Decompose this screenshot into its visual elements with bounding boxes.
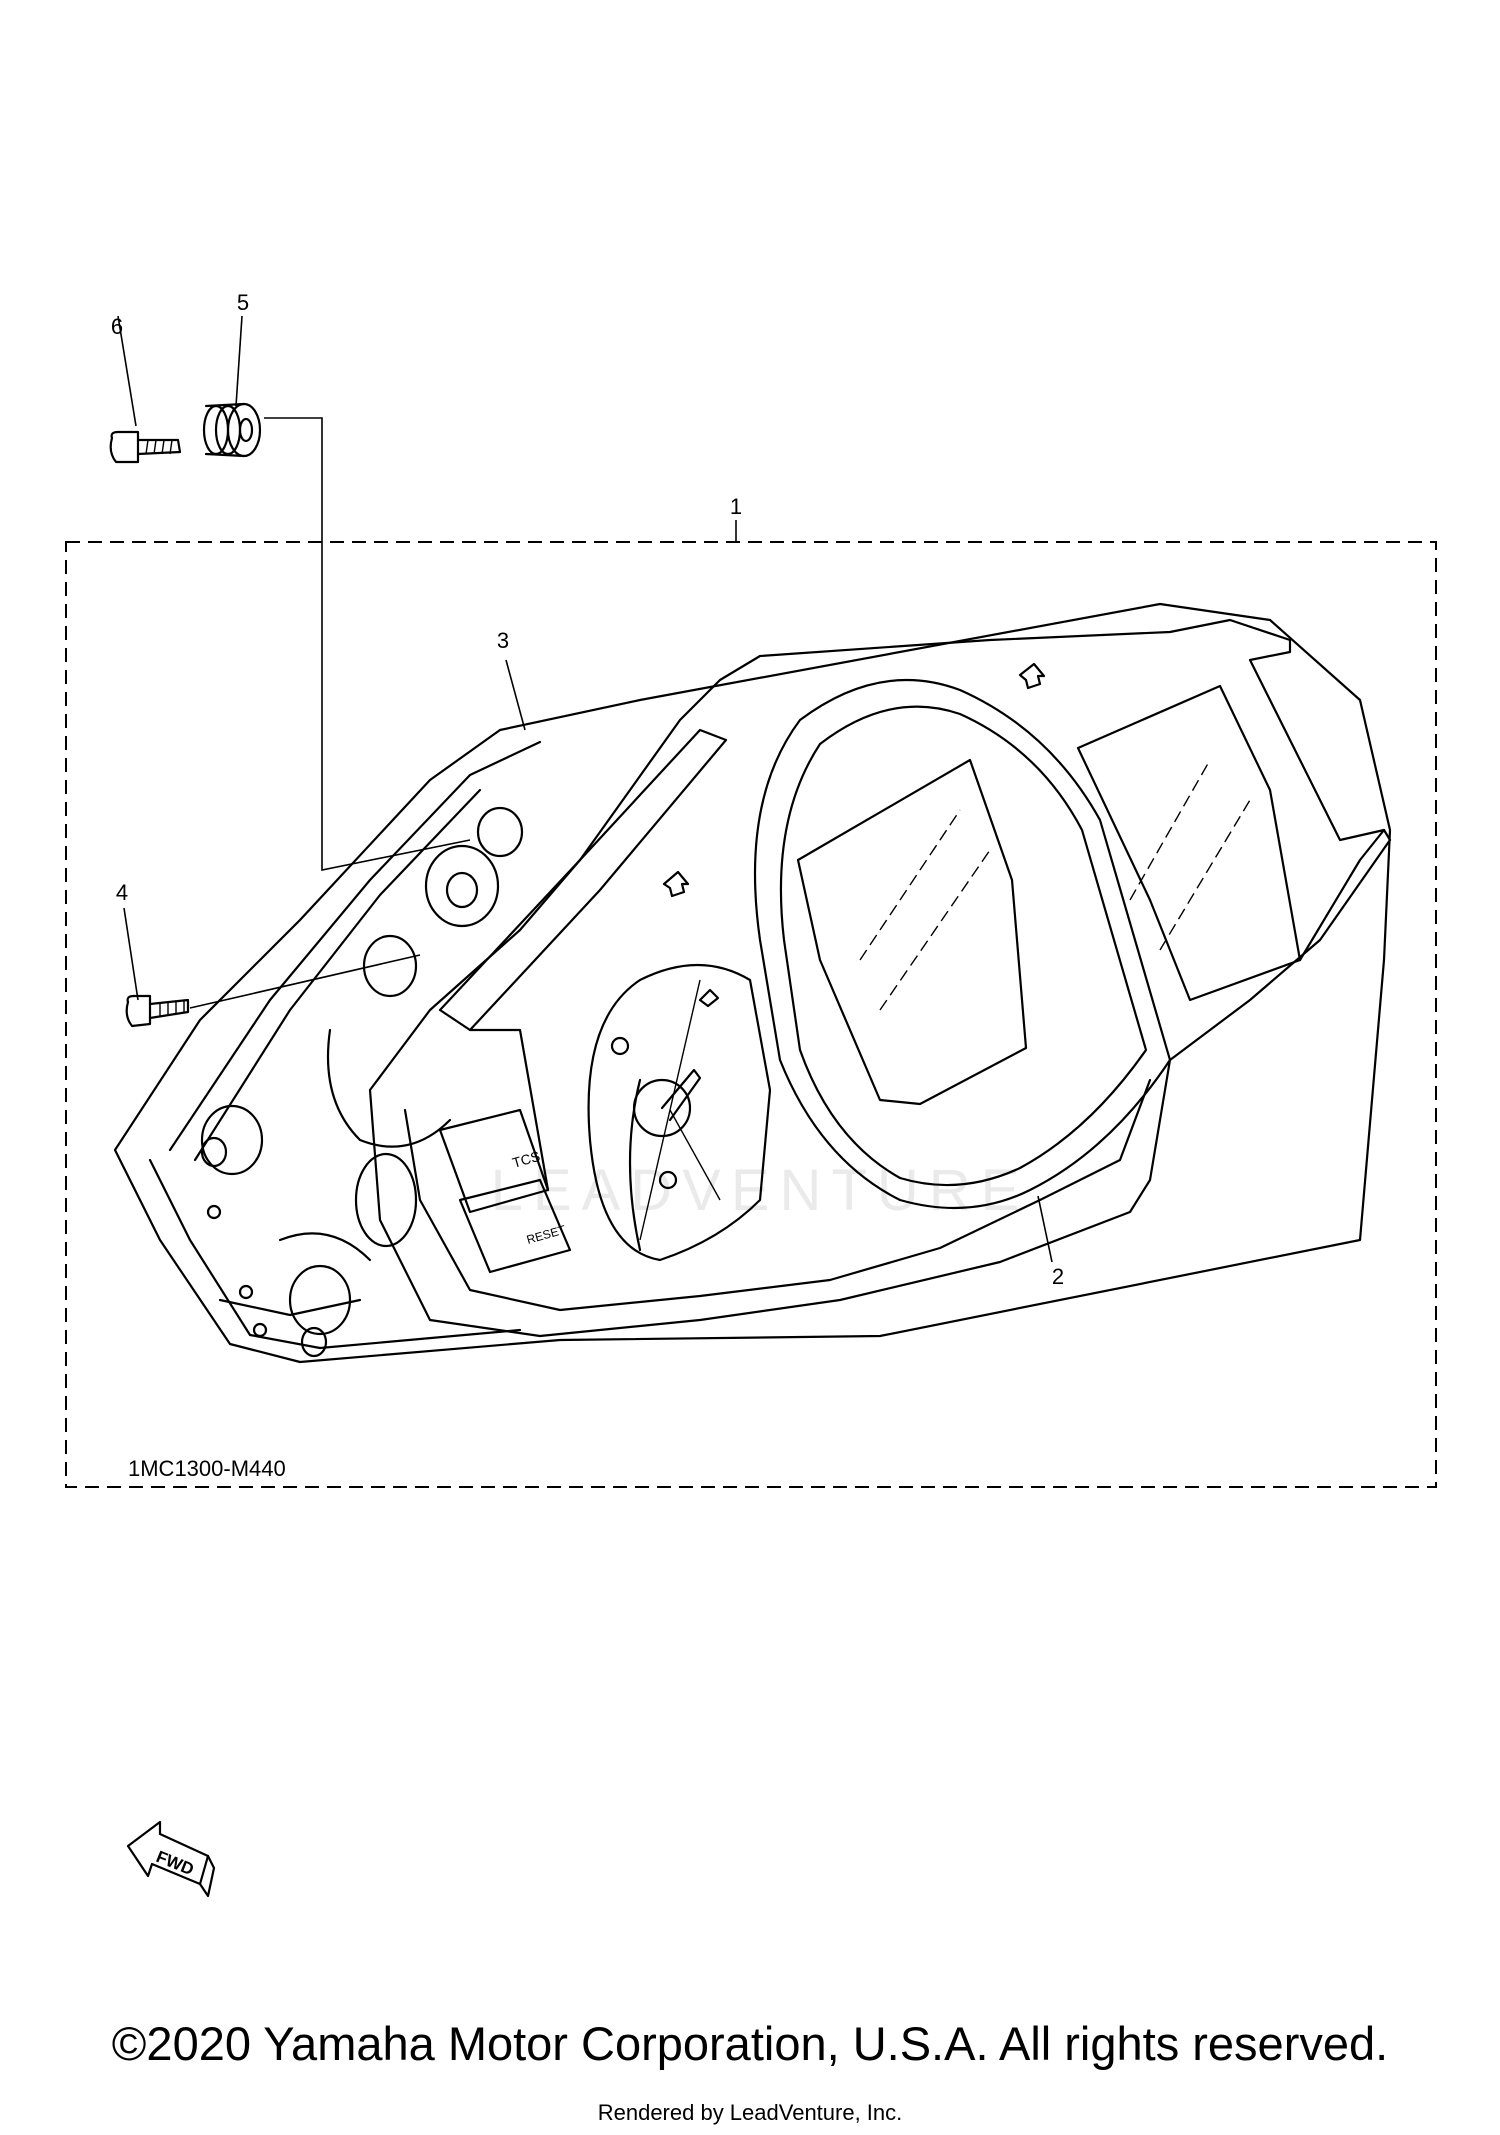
callout-3: 3: [497, 628, 509, 653]
reset-label: RESET: [525, 1222, 568, 1247]
watermark-text: LEADVENTURE: [491, 1158, 1030, 1223]
tcs-label: TCS: [510, 1148, 541, 1171]
part-2-meter-cover[interactable]: TCS RESET: [368, 618, 1392, 1338]
leadventure-watermark: LEADVENTURE: [491, 1158, 1030, 1223]
callout-2: 2: [1052, 1264, 1064, 1289]
part-3-meter-case[interactable]: [113, 602, 1392, 1364]
callout-labels: 1 2 3 4 5 6: [111, 290, 1064, 1289]
callout-4: 4: [116, 880, 128, 905]
diagram-code: 1MC1300-M440: [128, 1456, 286, 1481]
part-5-grommet[interactable]: [202, 402, 262, 458]
assembly-boundary: [65, 541, 1437, 1488]
copyright-notice: ©2020 Yamaha Motor Corporation, U.S.A. A…: [111, 2017, 1389, 2070]
callout-5: 5: [237, 290, 249, 315]
fwd-arrow-icon: FWD: [126, 1820, 216, 1898]
callout-1: 1: [730, 494, 742, 519]
callout-6: 6: [111, 314, 123, 339]
leader-lines: [117, 315, 1053, 1263]
part-6-screw[interactable]: [109, 430, 182, 464]
rendered-by-credit: Rendered by LeadVenture, Inc.: [597, 2100, 903, 2125]
part-4-screw[interactable]: [125, 994, 190, 1028]
